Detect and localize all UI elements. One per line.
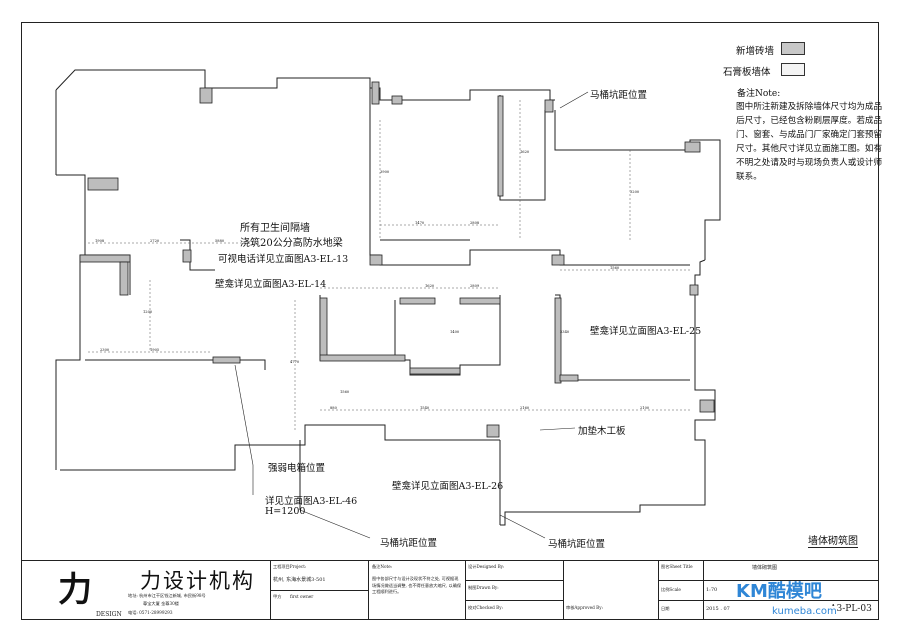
annotation-niche-25: 壁龛详见立面图A3-EL-25: [590, 326, 702, 337]
firm-name: 力设计机构: [140, 569, 255, 593]
dimension-label: 1620: [520, 150, 530, 154]
legend-new-brick-swatch: [781, 42, 805, 55]
annotation-niche-26: 壁龛详见立面图A3-EL-26: [392, 481, 504, 492]
project-value: 杭州, 东海水景城3-501: [273, 577, 326, 583]
tb-divider: [465, 600, 563, 601]
firm-address-1: 地址: 杭州市江干区钱江新城, 市民街98号: [128, 593, 206, 598]
dimension-label: 1560: [610, 266, 620, 270]
note-body: 图中所注新建及拆除墙体尺寸均为成品后尺寸，已经包含粉刷层厚度。若成品门、窗套、与…: [736, 102, 883, 182]
designed-label: 设计Designed By:: [468, 564, 505, 569]
dimension-label: 880: [330, 406, 337, 410]
watermark-url: kumeba.com: [772, 606, 837, 617]
balcony-outline: [55, 69, 206, 91]
tb-divider: [465, 580, 563, 581]
scale-value: 1:70: [706, 587, 718, 593]
remarks-body: 图中各部尺寸与设计及现状不符之处, 可视据现场情况做适当调整, 也不得任意放大缩…: [372, 576, 462, 594]
sheet-title-value: 墙体砌筑图: [752, 565, 778, 571]
legend-new-brick-label: 新增砖墙: [736, 46, 775, 57]
dimension-label: 1400: [450, 330, 460, 334]
title-block: [21, 560, 879, 621]
annotation-video-phone: 可视电话详见立面图A3-EL-13: [218, 254, 349, 265]
dimension-label: 5880: [215, 239, 225, 243]
dimension-label: 4770: [290, 360, 300, 364]
dimension-label: 2720: [150, 239, 160, 243]
project-label: 工程项目Project:: [273, 564, 307, 569]
annotation-wood-board: 加垫木工板: [578, 426, 626, 437]
tb-divider: [658, 560, 659, 620]
drawn-label: 制图Drawn By:: [468, 585, 499, 590]
tb-divider: [563, 560, 564, 620]
dimension-label: 3900: [380, 170, 390, 174]
tb-divider: [703, 560, 704, 620]
approved-label: 审核Approved By:: [566, 605, 603, 610]
annotation-toilet-pit-bottom-left: 马桶坑距位置: [380, 538, 438, 549]
legend-gypsum-label: 石膏板墙体: [723, 67, 771, 78]
dimension-label: 2300: [100, 348, 110, 352]
dimension-label: 2160: [520, 406, 530, 410]
sheet-title-label: 图名Sheet Title: [661, 564, 693, 569]
tb-divider: [658, 580, 879, 581]
firm-logo-icon: 力: [58, 570, 92, 610]
checked-label: 校对Checked By:: [468, 605, 503, 610]
drawing-sheet-border: [21, 22, 879, 620]
annotation-waterproof-beam: 浇筑20公分高防水地梁: [240, 238, 343, 249]
dimension-label: 1905: [150, 348, 160, 352]
tb-divider: [658, 600, 879, 601]
tb-divider: [270, 590, 368, 591]
annotation-toilet-pit-top: 马桶坑距位置: [590, 90, 648, 101]
dimension-label: 1560: [340, 390, 350, 394]
dimension-label: 1908: [95, 239, 105, 243]
dimension-label: 1540: [420, 406, 430, 410]
firm-address-2: 尊宝大厦 金尊30楼: [143, 601, 179, 606]
date-value: 2015 . 07: [706, 606, 730, 612]
legend-gypsum-swatch: [781, 63, 805, 76]
owner-value: first owner: [290, 594, 314, 599]
date-label: 日期: [661, 606, 670, 611]
dimension-label: 3200: [630, 190, 640, 194]
dimension-label: 1620: [425, 284, 435, 288]
dimension-label: 2340: [560, 330, 570, 334]
firm-phone: 电话: 0571-28999293: [128, 610, 173, 615]
owner-label: 甲方: [273, 594, 282, 599]
note-title: 备注Note:: [737, 89, 781, 99]
sheet-no-value: A3-PL-03: [830, 604, 872, 614]
dimension-label: 2809: [470, 284, 480, 288]
watermark-brand: KM酷模吧: [736, 581, 822, 602]
annotation-height: H=1200: [265, 506, 306, 517]
tb-divider: [368, 560, 369, 620]
dimension-label: 1200: [143, 310, 153, 314]
annotation-bathroom-partition: 所有卫生间隔墙: [240, 223, 310, 234]
dimension-label: 2100: [640, 406, 650, 410]
annotation-toilet-pit-bottom-right: 马桶坑距位置: [548, 539, 606, 550]
dimension-label: 2808: [470, 221, 480, 225]
drawing-stamp: 墙体砌筑图: [808, 532, 858, 548]
tb-divider: [465, 560, 466, 620]
remarks-label: 备注Note:: [372, 564, 393, 569]
annotation-detail-46: 详见立面图A3-EL-46: [265, 496, 358, 507]
dimension-label: 1470: [415, 221, 425, 225]
logo-caption: DESIGN: [96, 611, 122, 618]
scale-label: 比例Scale: [661, 587, 681, 592]
annotation-weak-box: 强弱电箱位置: [268, 463, 326, 474]
annotation-niche-14: 壁龛详见立面图A3-EL-14: [215, 279, 327, 290]
